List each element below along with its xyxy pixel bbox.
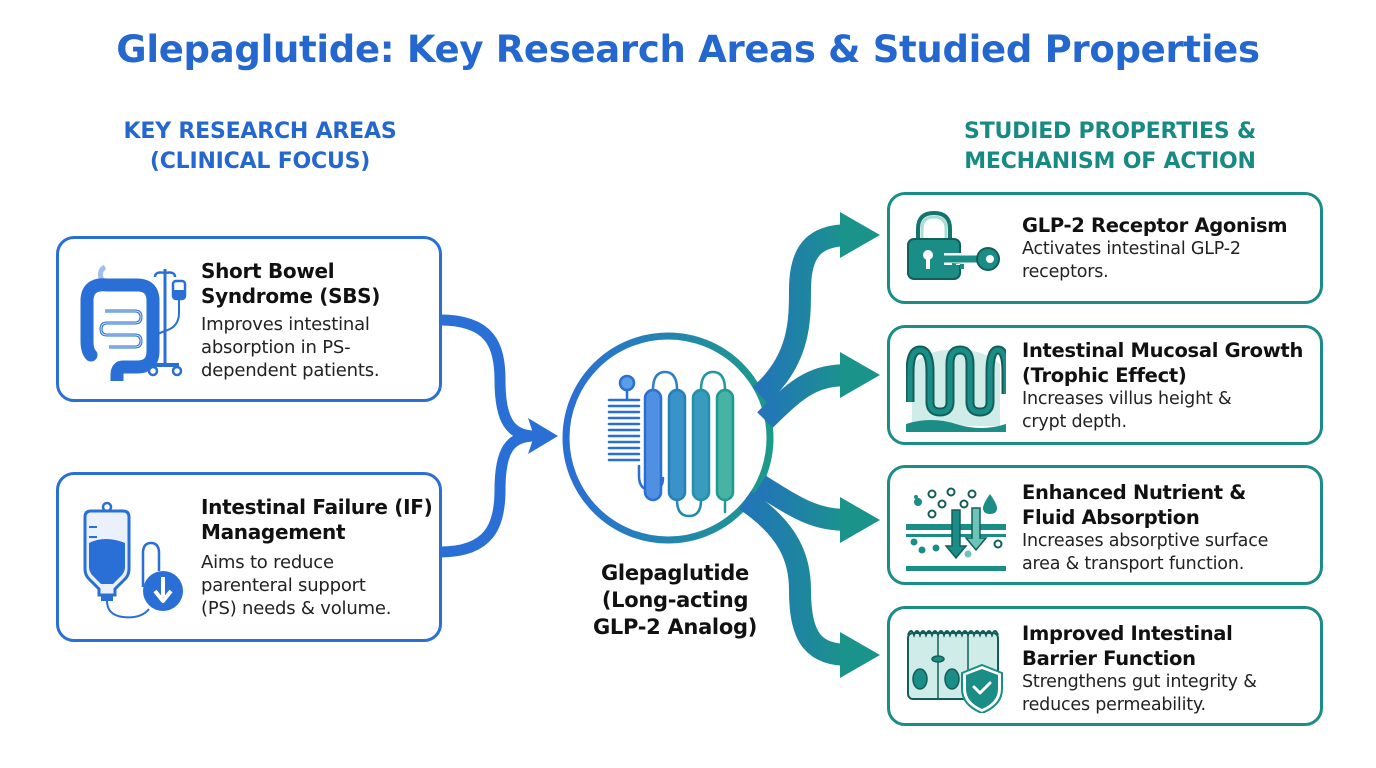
villi-icon [906,345,1006,432]
arrowhead-barrier [840,632,880,678]
mucosal-desc-line2: crypt depth. [1022,412,1127,432]
sbs-text: Short Bowel Syndrome (SBS) Improves inte… [201,259,431,382]
if-desc-line3: (PS) needs & volume. [201,598,392,619]
center-label-line1: Glepaglutide [601,561,749,585]
card-mucosal-growth: Intestinal Mucosal Growth (Trophic Effec… [887,325,1323,445]
card-receptor-agonism: GLP-2 Receptor Agonism Activates intesti… [887,192,1323,304]
card-nutrient-absorption: Enhanced Nutrient & Fluid Absorption Inc… [887,465,1323,585]
left-heading-line1: KEY RESEARCH AREAS [123,119,397,144]
receptor-title: GLP-2 Receptor Agonism [1022,214,1288,237]
left-connector-arrows [439,314,558,558]
arrowhead-absorption [840,497,880,543]
right-heading-line2: MECHANISM OF ACTION [964,149,1256,174]
arrow-from-sbs [439,314,536,442]
barrier-text: Improved Intestinal Barrier Function Str… [1022,621,1322,717]
iv-bag-down-arrow-icon [83,501,183,619]
card-barrier-function: Improved Intestinal Barrier Function Str… [887,606,1323,726]
arrowhead-to-center [528,418,558,454]
arrow-to-mucosal [757,364,851,428]
sbs-title-line2: Syndrome (SBS) [201,284,381,308]
sbs-desc-line1: Improves intestinal [201,314,370,335]
if-title-line2: Management [201,520,346,544]
mucosal-text: Intestinal Mucosal Growth (Trophic Effec… [1022,338,1322,434]
page-title: Glepaglutide: Key Research Areas & Studi… [116,28,1260,71]
left-section-heading: KEY RESEARCH AREAS (CLINICAL FOCUS) [80,117,440,177]
absorption-title-line1: Enhanced Nutrient & [1022,481,1247,504]
absorption-text: Enhanced Nutrient & Fluid Absorption Inc… [1022,480,1322,576]
mucosal-title-line1: Intestinal Mucosal Growth [1022,339,1304,362]
barrier-shield-icon [907,630,1003,713]
if-desc-line2: parenteral support [201,575,366,596]
mucosal-desc-line1: Increases villus height & [1022,389,1232,409]
receptor-desc-line2: receptors. [1022,262,1109,282]
lock-key-icon [907,210,1000,280]
receptor-text: GLP-2 Receptor Agonism Activates intesti… [1022,213,1322,284]
barrier-desc-line2: reduces permeability. [1022,695,1206,715]
arrow-to-barrier [738,490,851,666]
barrier-title-line1: Improved Intestinal [1022,622,1233,645]
absorption-desc-line2: area & transport function. [1022,554,1245,574]
right-connector-arrows [738,224,851,666]
center-label-line3: GLP-2 Analog) [592,615,757,639]
right-section-heading: STUDIED PROPERTIES & MECHANISM OF ACTION [900,117,1320,177]
arrow-to-absorption [754,475,851,531]
sbs-desc-line3: dependent patients. [201,360,380,381]
mucosal-title-line2: (Trophic Effect) [1022,364,1187,387]
sbs-desc-line2: absorption in PS- [201,337,351,358]
if-text: Intestinal Failure (IF) Management Aims … [201,495,441,620]
arrow-to-receptor [752,224,851,404]
center-label: Glepaglutide (Long-acting GLP-2 Analog) [560,560,790,641]
arrowhead-mucosal [840,352,880,398]
receptor-desc-line1: Activates intestinal GLP-2 [1022,239,1241,259]
arrow-from-if [439,430,536,558]
barrier-title-line2: Barrier Function [1022,647,1196,670]
if-title-line1: Intestinal Failure (IF) [201,495,433,519]
card-intestinal-failure: Intestinal Failure (IF) Management Aims … [56,472,442,642]
absorption-desc-line1: Increases absorptive surface [1022,531,1269,551]
if-desc-line1: Aims to reduce [201,552,334,573]
center-label-line2: (Long-acting [601,588,749,612]
right-heading-line1: STUDIED PROPERTIES & [964,119,1256,144]
gpcr-receptor-icon [607,370,735,518]
left-heading-line2: (CLINICAL FOCUS) [149,149,371,174]
intestine-iv-drip-icon [80,264,187,381]
arrowhead-receptor [840,212,880,258]
absorption-membrane-icon [906,487,1006,571]
absorption-title-line2: Fluid Absorption [1022,506,1200,529]
card-short-bowel-syndrome: Short Bowel Syndrome (SBS) Improves inte… [56,236,442,402]
sbs-title-line1: Short Bowel [201,259,335,283]
barrier-desc-line1: Strengthens gut integrity & [1022,672,1257,692]
